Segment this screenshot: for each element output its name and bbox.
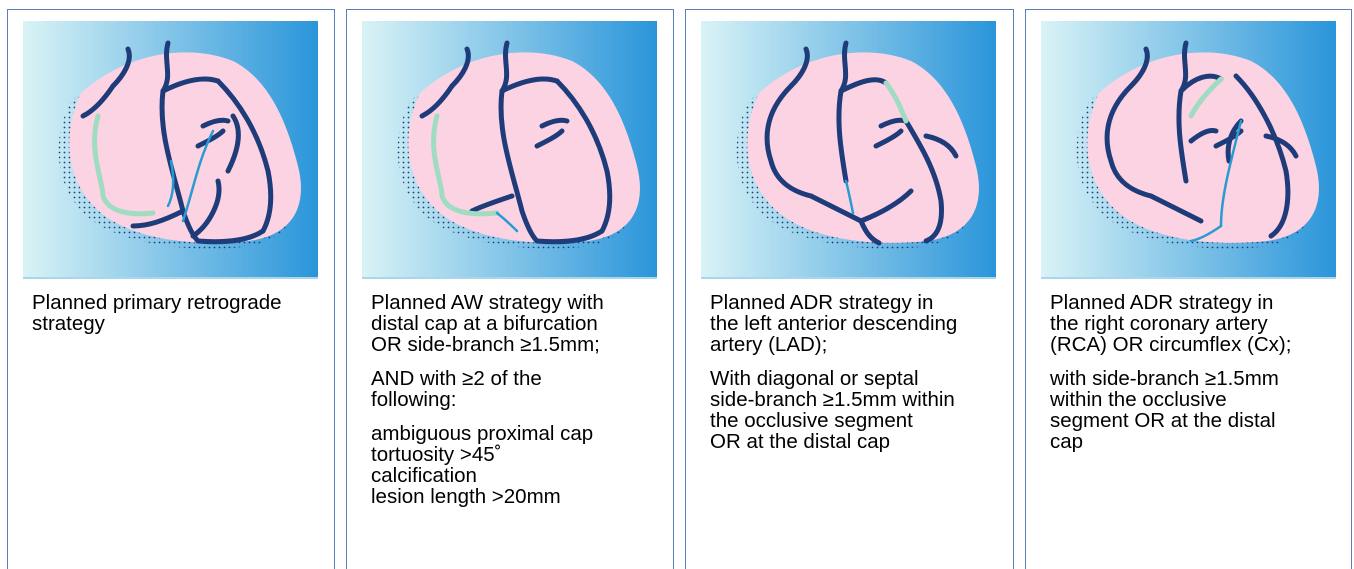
paragraph: ambiguous proximal cap tortuosity >45˚ c… <box>371 423 667 507</box>
paragraph: with side-branch ≥1.5mm within the occlu… <box>1050 368 1345 452</box>
paragraph: AND with ≥2 of the following: <box>371 368 667 410</box>
illustration-rule <box>1041 277 1336 279</box>
illustration-rule <box>362 277 657 279</box>
heart-illustration <box>362 21 657 279</box>
heart-illustration <box>1041 21 1336 279</box>
heart-illustration <box>701 21 996 279</box>
panel-text: Planned ADR strategy in the right corona… <box>1050 292 1345 465</box>
heart-svg <box>23 21 318 279</box>
illustration-rule <box>701 277 996 279</box>
panel-text: Planned ADR strategy in the left anterio… <box>710 292 1007 465</box>
illustration-rule <box>23 277 318 279</box>
heart-svg <box>701 21 996 279</box>
paragraph: Planned AW strategy with distal cap at a… <box>371 292 667 355</box>
panel-text: Planned primary retrograde strategy <box>32 292 328 347</box>
heart-svg <box>362 21 657 279</box>
panel-adr-rca: Planned ADR strategy in the right corona… <box>1025 9 1352 569</box>
heart-svg <box>1041 21 1336 279</box>
paragraph: With diagonal or septal side-branch ≥1.5… <box>710 368 1007 452</box>
paragraph: Planned ADR strategy in the left anterio… <box>710 292 1007 355</box>
paragraph: Planned primary retrograde strategy <box>32 292 328 334</box>
panel-adr-lad: Planned ADR strategy in the left anterio… <box>685 9 1014 569</box>
panel-text: Planned AW strategy with distal cap at a… <box>371 292 667 520</box>
panel-aw: Planned AW strategy with distal cap at a… <box>346 9 674 569</box>
paragraph: Planned ADR strategy in the right corona… <box>1050 292 1345 355</box>
panel-retrograde: Planned primary retrograde strategy <box>7 9 335 569</box>
heart-illustration <box>23 21 318 279</box>
